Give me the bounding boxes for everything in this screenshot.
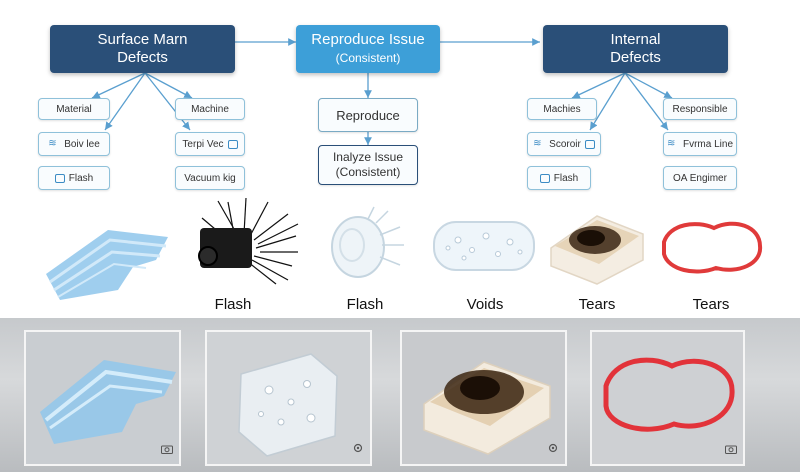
flow-connectors — [91, 38, 673, 145]
caption-flash-1: Flash — [214, 296, 252, 313]
node-fvmna-label: Fvrma Line — [682, 138, 733, 150]
surface-defects-title: Surface Marn — [97, 31, 188, 48]
photo-burnt-block — [400, 330, 567, 466]
thumb-red-loop — [662, 221, 763, 274]
node-oa: OA Engimer — [663, 166, 737, 190]
node-scoroir: ≋ Scoroir — [527, 132, 601, 156]
box-icon — [539, 173, 550, 183]
node-analyze-subtitle: (Consistent) — [335, 165, 401, 179]
gear-icon — [547, 441, 559, 459]
node-material: Material — [38, 98, 110, 120]
thumb-clear-flash — [331, 206, 404, 278]
caption-flash-2: Flash — [346, 296, 384, 313]
node-boiv: ≋ Boiv lee — [38, 132, 110, 156]
caption-tears-2: Tears — [692, 296, 730, 313]
node-reproduce-label: Reproduce — [336, 107, 400, 123]
node-scoroir-label: Scoroir — [549, 138, 581, 150]
node-responsible: Responsible — [663, 98, 737, 120]
gear-icon — [352, 441, 364, 459]
box-icon — [584, 139, 595, 149]
photo-red-loop — [590, 330, 745, 466]
photo-clear-block — [205, 330, 372, 466]
node-responsible-label: Responsible — [672, 103, 728, 115]
node-fvmna: ≋ Fvrma Line — [663, 132, 737, 156]
node-material-label: Material — [56, 103, 92, 115]
caption-voids: Voids — [466, 296, 504, 313]
node-vacuum-label: Vacuum kig — [184, 172, 236, 184]
thumb-burnt-block — [550, 215, 644, 285]
thumb-blue-strips — [46, 230, 168, 300]
photo-blue-strips — [24, 330, 181, 466]
caption-tears-1: Tears — [578, 296, 616, 313]
node-terpi-label: Terpi Vec — [182, 138, 224, 150]
wave-icon: ≋ — [48, 138, 57, 149]
reproduce-issue-header: Reproduce Issue (Consistent) — [296, 25, 440, 73]
node-vacuum: Vacuum kig — [175, 166, 245, 190]
node-right-flash-label: Flash — [553, 172, 579, 184]
wave-icon: ≋ — [533, 138, 542, 149]
node-analyze: Inalyze Issue (Consistent) — [318, 145, 418, 185]
thumb-clear-voids — [433, 221, 535, 271]
internal-defects-header: Internal Defects — [543, 25, 728, 73]
node-left-flash-label: Flash — [68, 172, 94, 184]
node-machies: Machies — [527, 98, 597, 120]
node-boiv-label: Boiv lee — [64, 138, 100, 150]
box-icon — [54, 173, 65, 183]
camera-icon — [161, 441, 173, 459]
reproduce-issue-subtitle: (Consistent) — [335, 51, 401, 65]
box-icon — [227, 139, 238, 149]
thumb-black-flash — [198, 197, 299, 285]
node-machine-label: Machine — [191, 103, 229, 115]
node-analyze-title: Inalyze Issue — [332, 150, 404, 164]
node-right-flash: Flash — [527, 166, 591, 190]
node-left-flash: Flash — [38, 166, 110, 190]
camera-icon — [725, 441, 737, 459]
node-oa-label: OA Engimer — [673, 172, 727, 184]
node-machies-label: Machies — [543, 103, 581, 115]
internal-defects-title: Internal — [610, 31, 661, 48]
internal-defects-subtitle: Defects — [610, 49, 661, 66]
node-reproduce: Reproduce — [318, 98, 418, 132]
node-machine: Machine — [175, 98, 245, 120]
surface-defects-header: Surface Marn Defects — [50, 25, 235, 73]
surface-defects-subtitle: Defects — [117, 49, 168, 66]
node-terpi: Terpi Vec — [175, 132, 245, 156]
wave-icon: ≋ — [666, 138, 676, 149]
reproduce-issue-title: Reproduce Issue — [311, 31, 425, 48]
